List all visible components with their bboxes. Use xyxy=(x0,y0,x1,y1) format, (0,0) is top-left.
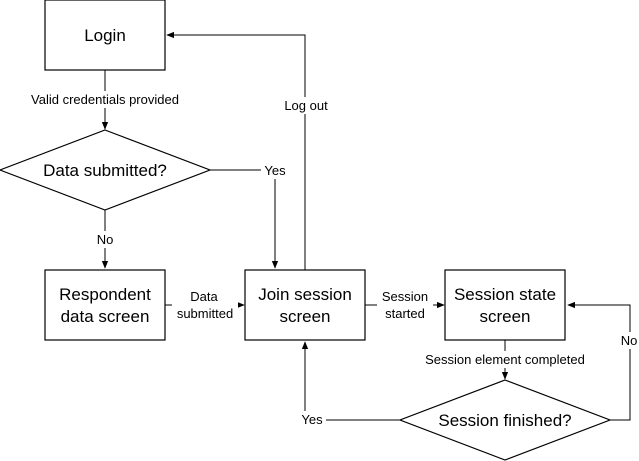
join-session-box xyxy=(244,269,366,341)
edge-label-session-line2: started xyxy=(385,306,425,321)
respondent-label-line1: Respondent xyxy=(59,285,151,304)
label-bg-data-submitted xyxy=(172,288,238,322)
respondent-data-box xyxy=(44,269,166,341)
label-bg-logout xyxy=(280,97,332,114)
edge-label-element-completed: Session element completed xyxy=(425,352,585,367)
edge-finished-yes xyxy=(301,341,400,421)
label-bg-no-right xyxy=(618,332,639,349)
label-bg-no-left xyxy=(94,231,116,248)
edge-decision-yes xyxy=(210,169,279,269)
label-bg-element-completed xyxy=(416,351,594,368)
edge-label-valid-credentials: Valid credentials provided xyxy=(31,92,179,107)
session-finished-label: Session finished? xyxy=(438,411,571,430)
edge-label-no-left: No xyxy=(97,232,114,247)
label-bg-session-started xyxy=(377,288,433,322)
join-label-line2: screen xyxy=(279,307,330,326)
edge-label-log-out: Log out xyxy=(284,98,328,113)
edge-label-data-line1: Data xyxy=(190,289,218,304)
data-submitted-label: Data submitted? xyxy=(43,161,167,180)
label-bg-yes-bottom xyxy=(298,411,326,428)
label-bg-yes-top xyxy=(261,162,289,179)
edge-label-data-line2: submitted xyxy=(177,306,233,321)
edge-label-yes-top: Yes xyxy=(264,163,286,178)
state-label-line1: Session state xyxy=(454,285,556,304)
edge-label-yes-bottom: Yes xyxy=(301,412,323,427)
edge-label-no-right: No xyxy=(621,333,638,348)
login-label: Login xyxy=(84,26,126,45)
login-box xyxy=(44,0,166,71)
edge-logout xyxy=(166,31,306,270)
state-label-line2: screen xyxy=(479,307,530,326)
join-label-line1: Join session xyxy=(258,285,352,304)
edge-label-session-line1: Session xyxy=(382,289,428,304)
data-submitted-decision xyxy=(0,129,212,211)
label-bg-valid xyxy=(22,91,188,108)
edge-finished-no xyxy=(567,301,631,421)
respondent-label-line2: data screen xyxy=(61,307,150,326)
session-state-box xyxy=(444,269,566,341)
session-finished-decision xyxy=(398,379,612,461)
